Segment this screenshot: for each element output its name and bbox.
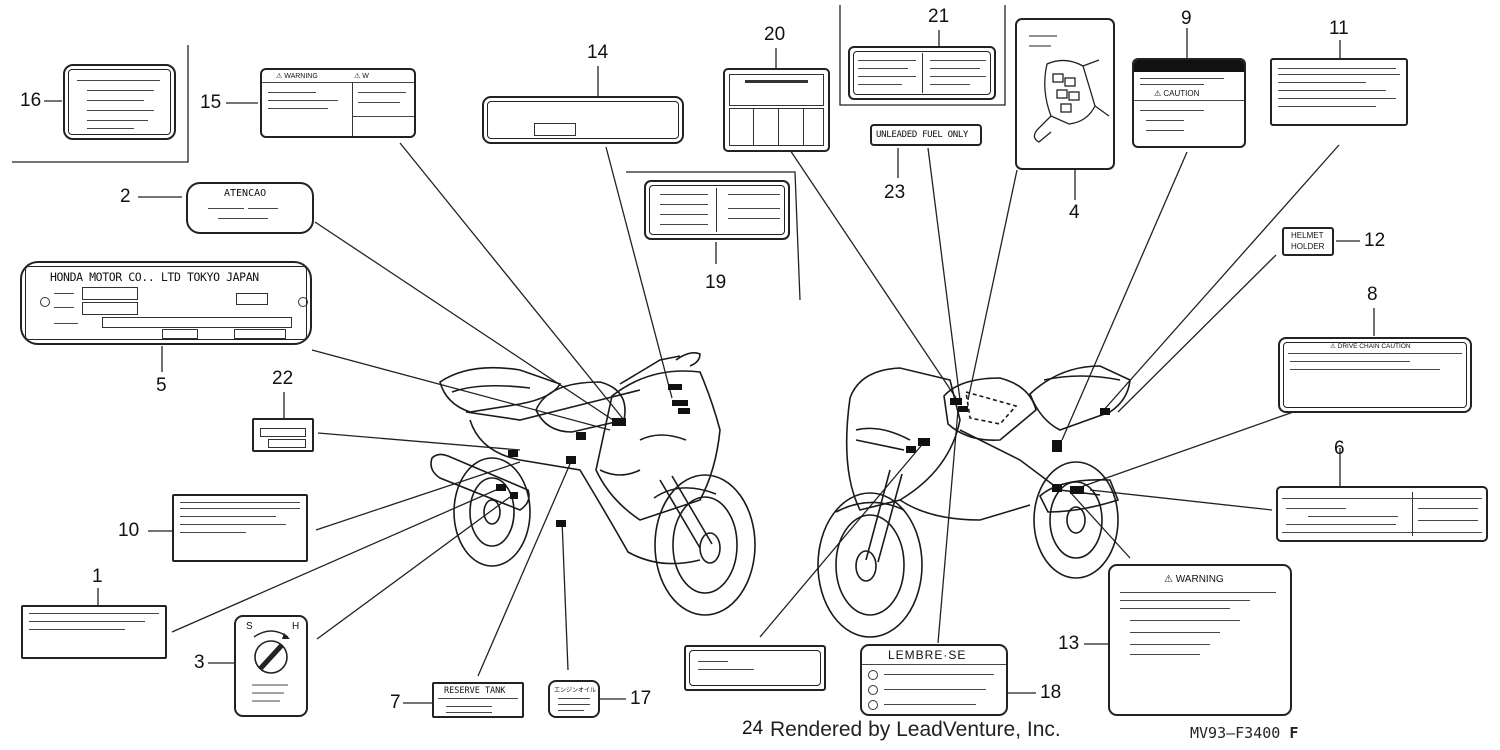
label-3-h-mark: H	[292, 621, 300, 632]
handlebar-switch-drawing	[1029, 35, 1110, 143]
label-2-text: ATENCAO	[224, 188, 267, 199]
label-23-text: UNLEADED FUEL ONLY	[876, 130, 969, 140]
callout-16: 16	[20, 90, 42, 111]
label-17-jp-decal: エンジンオイル	[548, 680, 600, 718]
callout-9: 9	[1181, 8, 1192, 29]
label-1-text-decal	[21, 605, 167, 659]
part-code-main: MV93—F3400	[1190, 724, 1281, 742]
callout-17: 17	[630, 688, 652, 709]
label-22-small-decal	[252, 418, 314, 452]
callout-15: 15	[200, 92, 222, 113]
motorcycle-right-view	[817, 365, 1131, 638]
render-credit: Rendered by LeadVenture, Inc.	[770, 718, 1061, 741]
callout-11: 11	[1329, 18, 1349, 39]
label-13-warning-decal: ⚠ WARNING	[1108, 564, 1292, 716]
label-6-table-decal	[1276, 486, 1488, 542]
callout-2: 2	[120, 186, 131, 207]
label-20-grid-decal	[723, 68, 830, 152]
label-8-heading: ⚠ DRIVE CHAIN CAUTION	[1330, 343, 1411, 350]
callout-6: 6	[1334, 438, 1345, 459]
label-19-two-column-decal	[644, 180, 790, 240]
label-7-text: RESERVE TANK	[444, 686, 506, 696]
label-16-list-decal	[63, 64, 176, 140]
label-12-line2: HOLDER	[1291, 242, 1325, 251]
callout-24: 24	[742, 718, 764, 739]
callout-13: 13	[1058, 633, 1080, 654]
label-10-text-decal	[172, 494, 308, 562]
callout-1: 1	[92, 566, 103, 587]
callout-14: 14	[587, 42, 609, 63]
callout-22: 22	[272, 368, 294, 389]
label-24-text-decal	[684, 645, 826, 691]
label-13-heading: ⚠ WARNING	[1164, 574, 1224, 585]
callout-4: 4	[1069, 202, 1080, 223]
label-14-plate-decal	[482, 96, 684, 144]
label-21-table-decal	[848, 46, 996, 100]
label-15-warning-left-heading: ⚠ WARNING	[276, 73, 318, 80]
callout-7: 7	[390, 692, 401, 713]
part-code: MV93—F3400 F	[1190, 724, 1298, 742]
label-4-switch-illustration	[1015, 18, 1115, 170]
label-3-s-mark: S	[246, 621, 253, 632]
label-18-lembre-se: LEMBRE·SE	[860, 644, 1008, 716]
callout-12: 12	[1364, 230, 1386, 251]
callout-18: 18	[1040, 682, 1062, 703]
label-11-text-decal	[1270, 58, 1408, 126]
label-2-atencao: ATENCAO	[186, 182, 314, 234]
label-12-line1: HELMET	[1291, 231, 1324, 240]
callout-5: 5	[156, 375, 167, 396]
label-9-caution-heading: ⚠ CAUTION	[1154, 89, 1200, 98]
callout-10: 10	[118, 520, 140, 541]
part-code-suffix: F	[1289, 724, 1299, 742]
label-8-drive-chain: ⚠ DRIVE CHAIN CAUTION	[1278, 337, 1472, 413]
label-23-unleaded-fuel: UNLEADED FUEL ONLY	[870, 124, 982, 146]
label-5-honda-plate: HONDA MOTOR CO.. LTD TOKYO JAPAN	[20, 261, 312, 345]
label-17-text: エンジンオイル	[554, 688, 597, 694]
callout-3: 3	[194, 652, 205, 673]
label-15-warning-right-heading: ⚠ W	[354, 73, 369, 80]
callout-8: 8	[1367, 284, 1378, 305]
selector-knob-icon	[252, 630, 290, 702]
label-3-fuel-selector: S H	[234, 615, 308, 717]
callout-20: 20	[764, 24, 786, 45]
label-12-helmet-holder: HELMET HOLDER	[1282, 227, 1334, 256]
label-18-heading: LEMBRE·SE	[888, 648, 967, 662]
label-15-warning-decal: ⚠ WARNING ⚠ W	[260, 68, 416, 138]
callout-23: 23	[884, 182, 906, 203]
callout-21: 21	[928, 6, 950, 27]
label-9-caution-decal: ⚠ CAUTION	[1132, 58, 1246, 148]
label-5-manufacturer: HONDA MOTOR CO.. LTD TOKYO JAPAN	[50, 270, 259, 284]
callout-19: 19	[705, 272, 727, 293]
label-7-reserve-tank: RESERVE TANK	[432, 682, 524, 718]
motorcycle-left-view	[430, 352, 756, 616]
